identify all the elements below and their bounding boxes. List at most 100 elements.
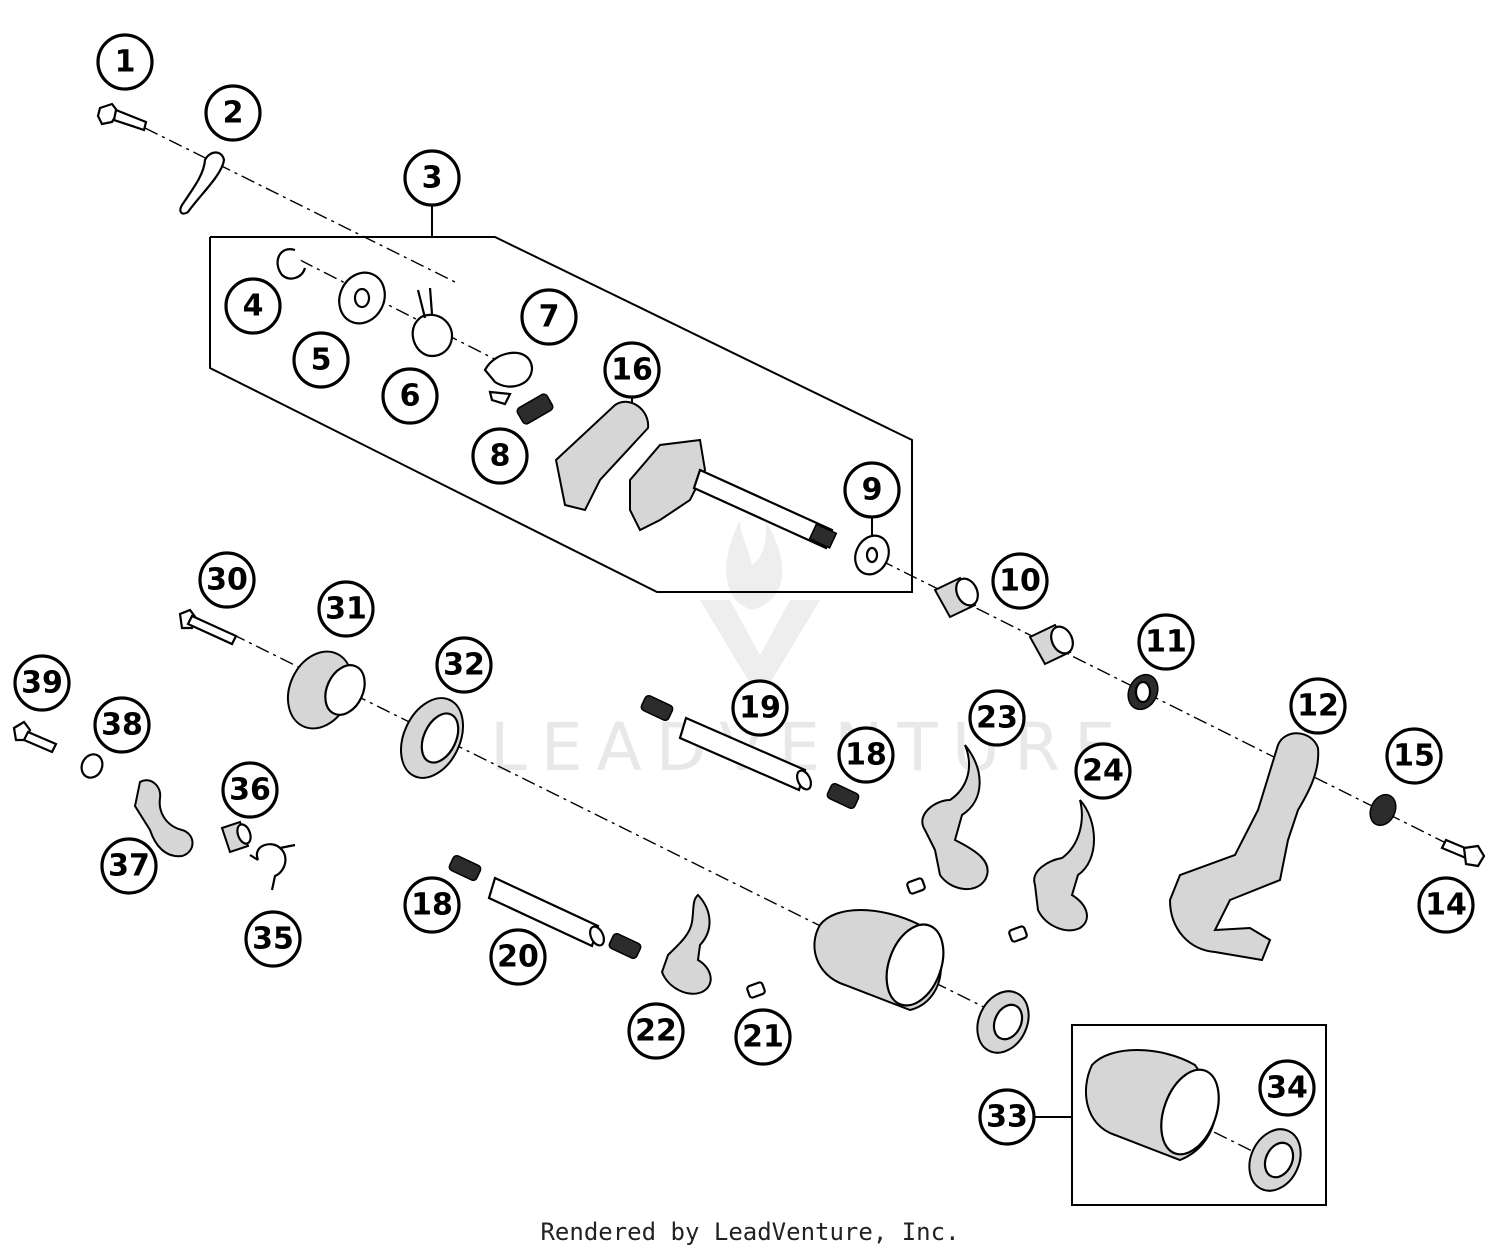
svg-text:18: 18 (411, 888, 453, 923)
callout-4: 4 (224, 277, 282, 335)
svg-text:35: 35 (252, 922, 294, 957)
callout-3: 3 (403, 149, 461, 207)
part-7-guide (483, 351, 534, 406)
svg-text:32: 32 (443, 648, 485, 683)
assembly-3-frame (209, 204, 913, 593)
svg-text:37: 37 (108, 849, 150, 884)
callout-7: 7 (520, 288, 578, 346)
svg-text:33: 33 (986, 1100, 1028, 1135)
svg-text:8: 8 (490, 439, 511, 474)
part-35-spring (249, 843, 296, 891)
svg-text:1: 1 (115, 45, 136, 80)
watermark-text: LEADVENTURE (490, 709, 1130, 786)
part-15-nut (1369, 793, 1397, 827)
part-11-seal (1127, 673, 1159, 711)
part-36-roller (220, 820, 252, 854)
svg-text:20: 20 (497, 940, 539, 975)
svg-text:22: 22 (635, 1014, 677, 1049)
svg-text:39: 39 (21, 666, 63, 701)
part-30-bolt (178, 608, 238, 646)
callout-21: 21 (734, 1008, 792, 1066)
callout-37: 37 (100, 837, 158, 895)
callout-2: 2 (204, 84, 262, 142)
part-31-shift-star (286, 650, 366, 730)
part-shift-shaft (629, 438, 838, 550)
part-37-arm (133, 779, 194, 858)
callout-10: 10 (991, 552, 1049, 610)
callout-23: 23 (968, 689, 1026, 747)
part-12-shift-lever (1168, 732, 1320, 962)
callout-20: 20 (489, 928, 547, 986)
part-14-bolt (1440, 838, 1486, 868)
svg-text:19: 19 (739, 691, 781, 726)
svg-text:15: 15 (1393, 739, 1435, 774)
part-18-spring-c (448, 854, 482, 882)
part-22-fork (660, 893, 712, 995)
part-38-washer (80, 753, 104, 779)
svg-text:38: 38 (101, 708, 143, 743)
part-23-fork (921, 744, 989, 890)
callout-6: 6 (381, 367, 439, 425)
callout-9: 9 (843, 461, 901, 519)
svg-text:36: 36 (229, 773, 271, 808)
callout-33: 33 (978, 1088, 1036, 1146)
part-32-bearing (400, 697, 464, 779)
svg-text:4: 4 (243, 289, 264, 324)
callout-22: 22 (627, 1002, 685, 1060)
callout-16: 16 (603, 341, 661, 399)
callout-5: 5 (292, 331, 350, 389)
svg-text:5: 5 (311, 343, 332, 378)
svg-text:12: 12 (1297, 689, 1339, 724)
part-6-spring (411, 287, 453, 358)
svg-text:9: 9 (862, 473, 883, 508)
callouts: 1 2 3 4 5 6 7 8 16 9 10 11 12 15 14 30 3… (13, 33, 1475, 1146)
callout-35: 35 (244, 910, 302, 968)
callout-39: 39 (13, 654, 71, 712)
svg-text:7: 7 (539, 300, 560, 335)
svg-text:2: 2 (223, 96, 244, 131)
part-2-lever (179, 151, 226, 215)
assembly-33-frame (1034, 1024, 1327, 1206)
svg-text:11: 11 (1145, 625, 1187, 660)
svg-text:34: 34 (1266, 1071, 1308, 1106)
part-5-washer (338, 271, 386, 325)
svg-text:31: 31 (325, 592, 367, 627)
callout-15: 15 (1385, 727, 1443, 785)
callout-36: 36 (221, 761, 279, 819)
svg-text:6: 6 (400, 379, 421, 414)
callout-12: 12 (1289, 677, 1347, 735)
callout-11: 11 (1137, 613, 1195, 671)
part-39-bolt (12, 720, 58, 754)
callout-14: 14 (1417, 876, 1475, 934)
callout-32: 32 (435, 636, 493, 694)
svg-text:24: 24 (1082, 754, 1124, 789)
part-18-spring-d (608, 932, 642, 960)
part-18-spring-a (640, 694, 674, 722)
parts (12, 102, 1486, 1192)
svg-text:23: 23 (976, 701, 1018, 736)
callout-24: 24 (1074, 742, 1132, 800)
part-19-rod (678, 716, 812, 792)
part-9-washer (854, 534, 890, 576)
part-4-circlip (276, 248, 307, 280)
callout-19: 19 (731, 679, 789, 737)
part-18-spring-b (826, 782, 860, 810)
part-10-bushings (933, 576, 1074, 666)
callout-18-lower: 18 (403, 876, 461, 934)
svg-text:16: 16 (611, 353, 653, 388)
svg-text:30: 30 (206, 563, 248, 598)
callout-18: 18 (837, 726, 895, 784)
part-34-bearing (1248, 1128, 1302, 1192)
part-24-fork (1033, 799, 1095, 932)
svg-text:14: 14 (1425, 888, 1467, 923)
axis-lines (144, 127, 1461, 1161)
svg-text:21: 21 (742, 1020, 784, 1055)
callout-30: 30 (198, 551, 256, 609)
callout-1: 1 (96, 33, 154, 91)
part-16-plate (554, 400, 650, 512)
callout-38: 38 (93, 696, 151, 754)
part-8-spring (516, 393, 554, 425)
footer-credit: Rendered by LeadVenture, Inc. (540, 1218, 960, 1246)
part-1-bolt (96, 102, 148, 132)
